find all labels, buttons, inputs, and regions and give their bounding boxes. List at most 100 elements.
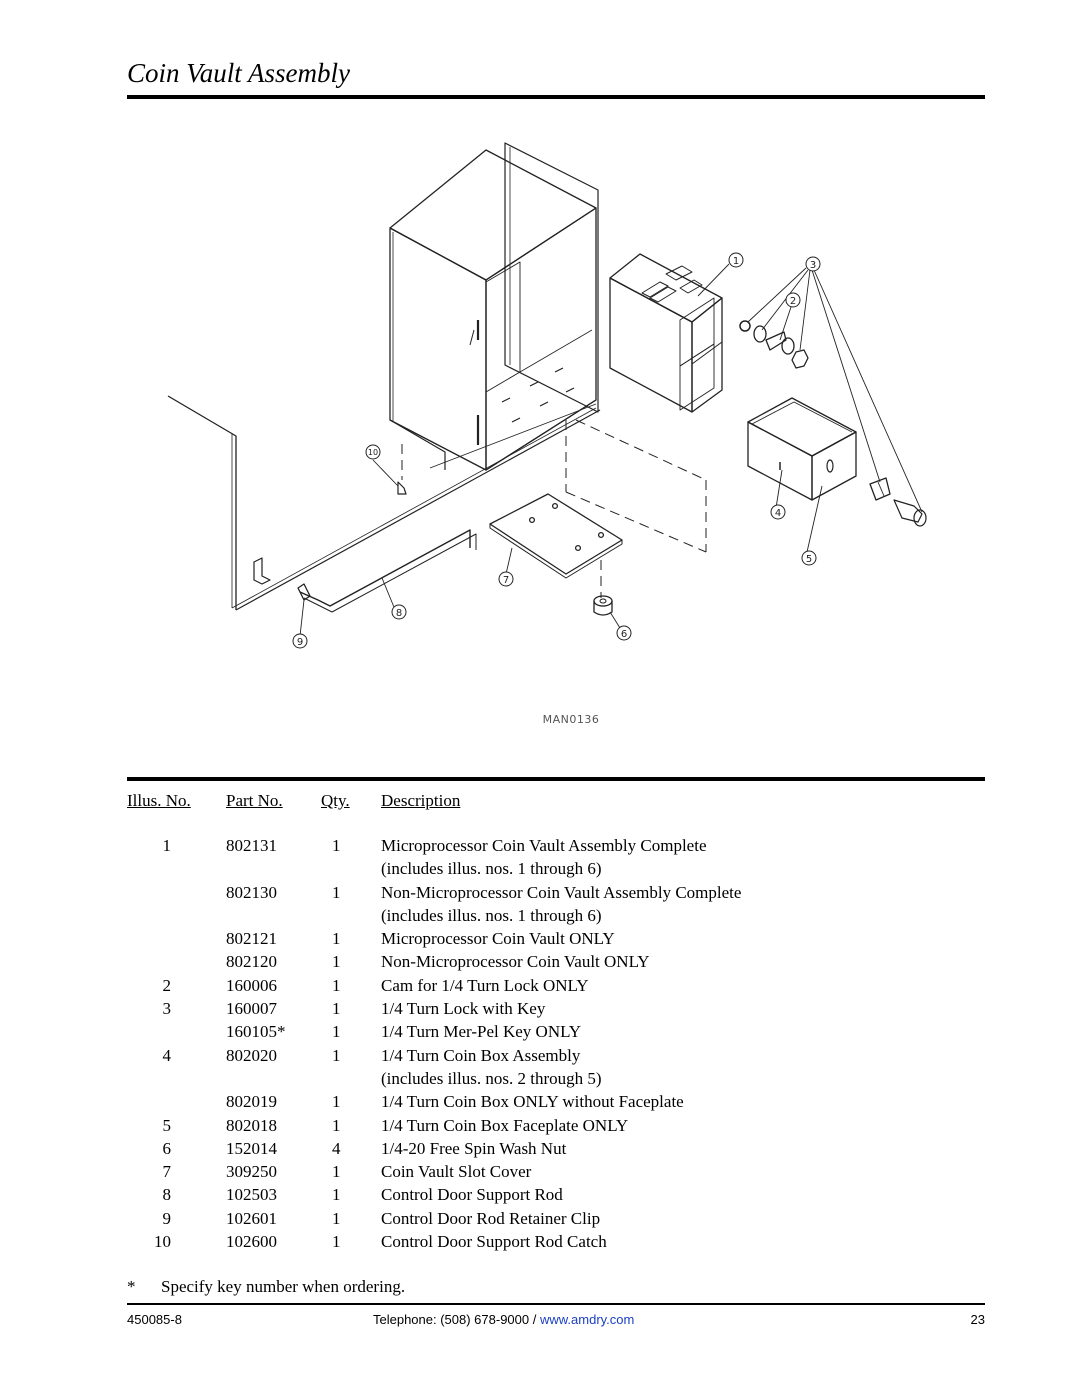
table-row: 802120 1 Non-Microprocessor Coin Vault ONL… — [127, 950, 985, 973]
doc-number: 450085-8 — [127, 1312, 182, 1327]
qty-cell: 4 — [332, 1138, 341, 1158]
header-qty: Qty. — [321, 791, 350, 810]
description-cell: 1/4 Turn Lock with Key — [381, 999, 546, 1019]
part-no-cell: 802019 — [226, 1092, 277, 1112]
callout-7: 7 — [503, 575, 509, 586]
description-cell: (includes illus. nos. 1 through 6) — [381, 859, 602, 879]
qty-cell: 1 — [332, 1162, 341, 1182]
table-row: 6 152014 4 1/4-20 Free Spin Wash Nut — [127, 1137, 985, 1160]
illus-no-cell: 10 — [154, 1232, 171, 1252]
part-no-cell: 160007 — [226, 999, 277, 1019]
part-no-cell: 802130 — [226, 882, 277, 902]
illus-no-cell: 5 — [162, 1115, 172, 1135]
illus-no-cell: 3 — [162, 999, 172, 1019]
part-no-cell: 102601 — [226, 1208, 277, 1228]
description-cell: Non-Microprocessor Coin Vault ONLY — [381, 952, 650, 972]
part-no-cell: 102600 — [226, 1232, 277, 1252]
illus-no-cell: 1 — [162, 836, 172, 855]
header-part-no: Part No. — [226, 791, 283, 810]
footer-contact: Telephone: (508) 678-9000 / www.amdry.co… — [373, 1312, 634, 1327]
qty-cell: 1 — [332, 975, 341, 995]
table-row: 802121 1 Microprocessor Coin Vault ONLY — [127, 927, 985, 950]
callout-8: 8 — [396, 608, 402, 619]
qty-cell: 1 — [332, 882, 341, 902]
description-cell: Microprocessor Coin Vault Assembly Compl… — [381, 836, 707, 855]
table-row: 7 309250 1 Coin Vault Slot Cover — [127, 1160, 985, 1183]
table-row: 802130 1 Non-Microprocessor Coin Vault Ass… — [127, 881, 985, 904]
description-cell: Microprocessor Coin Vault ONLY — [381, 929, 615, 949]
description-cell: 1/4 Turn Mer-Pel Key ONLY — [381, 1022, 582, 1042]
callout-6: 6 — [621, 629, 627, 640]
part-no-cell: 802121 — [226, 929, 277, 949]
table-row: 160105* 1 1/4 Turn Mer-Pel Key ONLY — [127, 1020, 985, 1043]
header-description: Description — [381, 791, 461, 810]
table-row: 5 802018 1 1/4 Turn Coin Box Faceplate ONLY — [127, 1114, 985, 1137]
description-cell: 1/4-20 Free Spin Wash Nut — [381, 1138, 567, 1158]
table-row: (includes illus. nos. 1 through 6) — [127, 857, 985, 880]
description-cell: Non-Microprocessor Coin Vault Assembly C… — [381, 882, 742, 902]
footer-rule — [127, 1303, 985, 1305]
part-no-cell: 802018 — [226, 1115, 277, 1135]
callout-5: 5 — [806, 554, 812, 565]
callout-3: 3 — [810, 260, 816, 271]
footnote-text: Specify key number when ordering. — [161, 1277, 406, 1296]
table-row: 9 102601 1 Control Door Rod Retainer Clip — [127, 1207, 985, 1230]
parts-table: 1 802131 1 Microprocessor Coin Vault Assemb… — [127, 834, 985, 1253]
phone-text: Telephone: (508) 678-9000 / — [373, 1312, 540, 1327]
qty-cell: 1 — [332, 1208, 341, 1228]
exploded-assembly-drawing: 1 2 3 4 5 6 7 8 9 10 MAN0136 — [167, 142, 927, 726]
part-no-cell: 802131 — [226, 836, 277, 855]
table-row: 802019 1 1/4 Turn Coin Box ONLY without Fa… — [127, 1090, 985, 1113]
callout-9: 9 — [297, 637, 303, 648]
illus-no-cell: 8 — [162, 1185, 172, 1205]
part-no-cell: 802120 — [226, 952, 277, 972]
page-title: Coin Vault Assembly — [127, 58, 351, 88]
table-row: 8 102503 1 Control Door Support Rod — [127, 1183, 985, 1206]
part-no-cell: 309250 — [226, 1162, 277, 1182]
callout-2: 2 — [790, 296, 796, 307]
description-cell: (includes illus. nos. 1 through 6) — [381, 905, 602, 925]
table-row: 4 802020 1 1/4 Turn Coin Box Assembly — [127, 1044, 985, 1067]
part-no-cell: 802020 — [226, 1045, 277, 1065]
callout-1: 1 — [733, 256, 739, 267]
table-row: 10 102600 1 Control Door Support Rod Catch — [127, 1230, 985, 1253]
qty-cell: 1 — [332, 1115, 341, 1135]
footnote-marker: * — [127, 1277, 136, 1296]
table-row: 2 160006 1 Cam for 1/4 Turn Lock ONLY — [127, 974, 985, 997]
qty-cell: 1 — [332, 999, 341, 1019]
illus-no-cell: 4 — [162, 1045, 172, 1065]
description-cell: Coin Vault Slot Cover — [381, 1162, 532, 1182]
part-no-cell: 152014 — [226, 1138, 277, 1158]
qty-cell: 1 — [332, 1092, 341, 1112]
description-cell: Cam for 1/4 Turn Lock ONLY — [381, 975, 589, 995]
callout-4: 4 — [775, 508, 781, 519]
qty-cell: 1 — [332, 1185, 341, 1205]
qty-cell: 1 — [332, 952, 341, 972]
drawing-code: MAN0136 — [543, 713, 600, 726]
qty-cell: 1 — [332, 1232, 341, 1252]
website-link[interactable]: www.amdry.com — [539, 1312, 635, 1327]
illus-no-cell: 9 — [162, 1208, 172, 1228]
description-cell: 1/4 Turn Coin Box Assembly — [381, 1045, 581, 1065]
description-cell: Control Door Support Rod — [381, 1185, 563, 1205]
table-rule — [127, 777, 985, 781]
description-cell: 1/4 Turn Coin Box Faceplate ONLY — [381, 1115, 629, 1135]
illus-no-cell: 7 — [162, 1162, 172, 1182]
table-row: 3 160007 1 1/4 Turn Lock with Key — [127, 997, 985, 1020]
part-no-cell: 160006 — [226, 975, 277, 995]
header-illus-no: Illus. No. — [127, 791, 191, 810]
qty-cell: 1 — [332, 929, 341, 949]
table-row: (includes illus. nos. 1 through 6) — [127, 904, 985, 927]
description-cell: 1/4 Turn Coin Box ONLY without Faceplate — [381, 1092, 684, 1112]
illus-no-cell: 6 — [162, 1138, 172, 1158]
description-cell: Control Door Support Rod Catch — [381, 1232, 607, 1252]
illus-no-cell: 2 — [162, 975, 172, 995]
qty-cell: 1 — [332, 1022, 341, 1042]
page-number: 23 — [970, 1312, 985, 1327]
part-no-cell: 160105* — [226, 1022, 286, 1042]
description-cell: Control Door Rod Retainer Clip — [381, 1208, 601, 1228]
qty-cell: 1 — [332, 1045, 341, 1065]
part-no-cell: 102503 — [226, 1185, 277, 1205]
description-cell: (includes illus. nos. 2 through 5) — [381, 1068, 602, 1088]
